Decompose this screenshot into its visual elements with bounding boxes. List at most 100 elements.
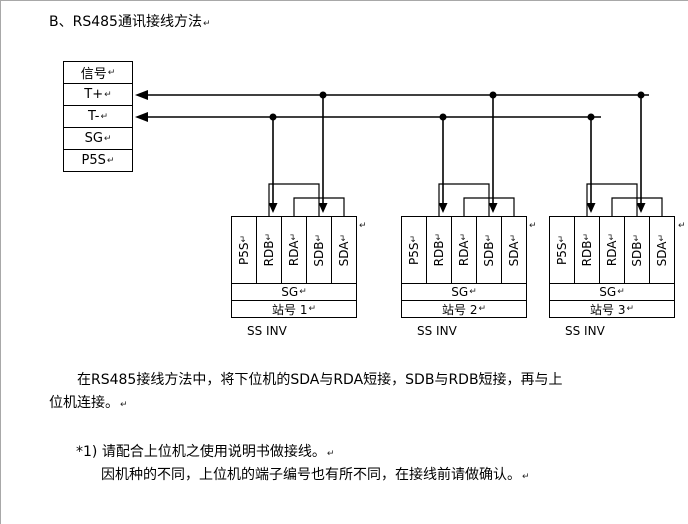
row-end-mark-icon: ↵	[529, 221, 537, 231]
terminal-label: P5S	[407, 242, 421, 266]
terminal-label: SDA	[655, 241, 669, 267]
paragraph-mark-icon: ↵	[434, 233, 444, 241]
signal-table: 信号↵ T+↵ T-↵ SG↵ P5S↵	[63, 61, 133, 172]
note-2: 因机种的不同，上位机的端子编号也有所不同，在接线前请做确认。↵	[101, 464, 530, 484]
paragraph-mark-icon: ↵	[657, 233, 667, 242]
paragraph-mark-icon: ↵	[120, 400, 128, 410]
tplus-arrow-icon	[135, 90, 148, 100]
terminal-cell-rda: RDA↵	[451, 216, 477, 284]
paragraph-mark-icon: ↵	[202, 19, 211, 29]
paragraph-mark-icon: ↵	[339, 233, 349, 242]
paragraph-mark-icon: ↵	[239, 234, 249, 243]
terminal-label: RDB	[432, 240, 446, 267]
terminal-row: P5S↵ RDB↵ RDA↵ SDB↵ SDA↵	[549, 216, 675, 284]
signal-row-sg: SG↵	[63, 127, 133, 150]
down-arrow-icon	[438, 203, 448, 213]
jumper-rdb-sdb	[268, 183, 320, 216]
terminal-label: SDB	[482, 241, 496, 267]
terminal-label: RDB	[262, 240, 276, 267]
terminal-label: SDB	[312, 241, 326, 267]
signal-row-p5s: P5S↵	[63, 149, 133, 172]
down-arrow-icon	[488, 203, 498, 213]
down-arrow-icon	[636, 203, 646, 213]
station-number-label: 站号 1	[272, 302, 308, 317]
terminal-cell-sda: SDA↵	[501, 216, 527, 284]
paragraph-mark-icon: ↵	[459, 233, 469, 241]
junction-dot	[587, 113, 595, 121]
signal-row-header: 信号↵	[63, 61, 133, 84]
paragraph-mark-icon: ↵	[103, 133, 112, 144]
jumper-rda-sda	[293, 197, 345, 216]
down-arrow-icon	[586, 203, 596, 213]
station-number-label: 站号 2	[442, 302, 478, 317]
signal-label: T+	[84, 87, 104, 102]
station-caption: SS INV	[247, 324, 287, 338]
row-end-mark-icon: ↵	[678, 221, 686, 231]
paragraph-mark-icon: ↵	[582, 233, 592, 241]
row-end-mark-icon: ↵	[359, 221, 367, 231]
terminal-cell-sda: SDA↵	[331, 216, 357, 284]
jumper-rda-sda	[463, 197, 515, 216]
paragraph-mark-icon: ↵	[484, 233, 494, 242]
note-1: *1) 请配合上位机之使用说明书做接线。↵	[76, 441, 334, 461]
page-title-text: B、RS485通讯接线方法	[49, 14, 202, 30]
station-number-row: 站号 1↵	[231, 300, 357, 318]
signal-row-tplus: T+↵	[63, 83, 133, 106]
paragraph-mark-icon: ↵	[106, 155, 115, 166]
terminal-label: P5S	[237, 242, 251, 266]
terminal-label: RDA	[605, 240, 619, 267]
paragraph-mark-icon: ↵	[409, 234, 419, 243]
paragraph-mark-icon: ↵	[509, 233, 519, 242]
note-2-text: 因机种的不同，上位机的端子编号也有所不同，在接线前请做确认。	[101, 467, 521, 483]
paragraph-mark-icon: ↵	[632, 233, 642, 242]
station-number-label: 站号 3	[590, 302, 626, 317]
paragraph-mark-icon: ↵	[607, 233, 617, 241]
sg-label: SG	[281, 285, 299, 299]
terminal-cell-p5s: P5S↵	[549, 216, 575, 284]
terminal-cell-sdb: SDB↵	[306, 216, 332, 284]
terminal-label: SDA	[337, 241, 351, 267]
terminal-label: RDA	[457, 240, 471, 267]
junction-dot	[637, 91, 645, 99]
sg-label: SG	[451, 285, 469, 299]
sg-label: SG	[599, 285, 617, 299]
paragraph-mark-icon: ↵	[314, 233, 324, 242]
paragraph-mark-icon: ↵	[326, 449, 335, 459]
terminal-cell-rdb: RDB↵	[426, 216, 452, 284]
paragraph-mark-icon: ↵	[100, 111, 108, 122]
note-1-text: *1) 请配合上位机之使用说明书做接线。	[76, 444, 326, 460]
tminus-arrow-icon	[135, 112, 148, 122]
jumper-rdb-sdb	[586, 183, 638, 216]
terminal-cell-p5s: P5S↵	[401, 216, 427, 284]
paragraph-mark-icon: ↵	[617, 287, 625, 297]
junction-dot	[439, 113, 447, 121]
page-title: B、RS485通讯接线方法↵	[49, 11, 211, 31]
terminal-cell-sdb: SDB↵	[624, 216, 650, 284]
station-block-1: P5S↵ RDB↵ RDA↵ SDB↵ SDA↵ SG↵ 站号 1↵ SS IN…	[231, 216, 357, 338]
paragraph-mark-icon: ↵	[469, 287, 477, 297]
terminal-label: SDB	[630, 241, 644, 267]
down-arrow-icon	[318, 203, 328, 213]
sg-row: SG↵	[549, 283, 675, 301]
station-number-row: 站号 3↵	[549, 300, 675, 318]
jumper-rdb-sdb	[438, 183, 490, 216]
junction-dot	[269, 113, 277, 121]
paragraph-mark-icon: ↵	[626, 304, 634, 314]
down-arrow-icon	[268, 203, 278, 213]
junction-dot	[489, 91, 497, 99]
sg-row: SG↵	[401, 283, 527, 301]
station-block-2: P5S↵ RDB↵ RDA↵ SDB↵ SDA↵ SG↵ 站号 2↵ SS IN…	[401, 216, 527, 338]
paragraph-mark-icon: ↵	[107, 67, 116, 78]
signal-label: T-	[88, 109, 100, 124]
terminal-cell-rda: RDA↵	[281, 216, 307, 284]
terminal-label: SDA	[507, 241, 521, 267]
paragraph-mark-icon: ↵	[264, 233, 274, 241]
body-paragraph: 在RS485接线方法中，将下位机的SDA与RDA短接，SDB与RDB短接，再与上…	[49, 369, 565, 417]
terminal-cell-rdb: RDB↵	[574, 216, 600, 284]
paragraph-mark-icon: ↵	[289, 233, 299, 241]
sg-row: SG↵	[231, 283, 357, 301]
body-paragraph-text: 在RS485接线方法中，将下位机的SDA与RDA短接，SDB与RDB短接，再与上…	[49, 372, 563, 411]
terminal-cell-rdb: RDB↵	[256, 216, 282, 284]
paragraph-mark-icon: ↵	[104, 89, 112, 100]
